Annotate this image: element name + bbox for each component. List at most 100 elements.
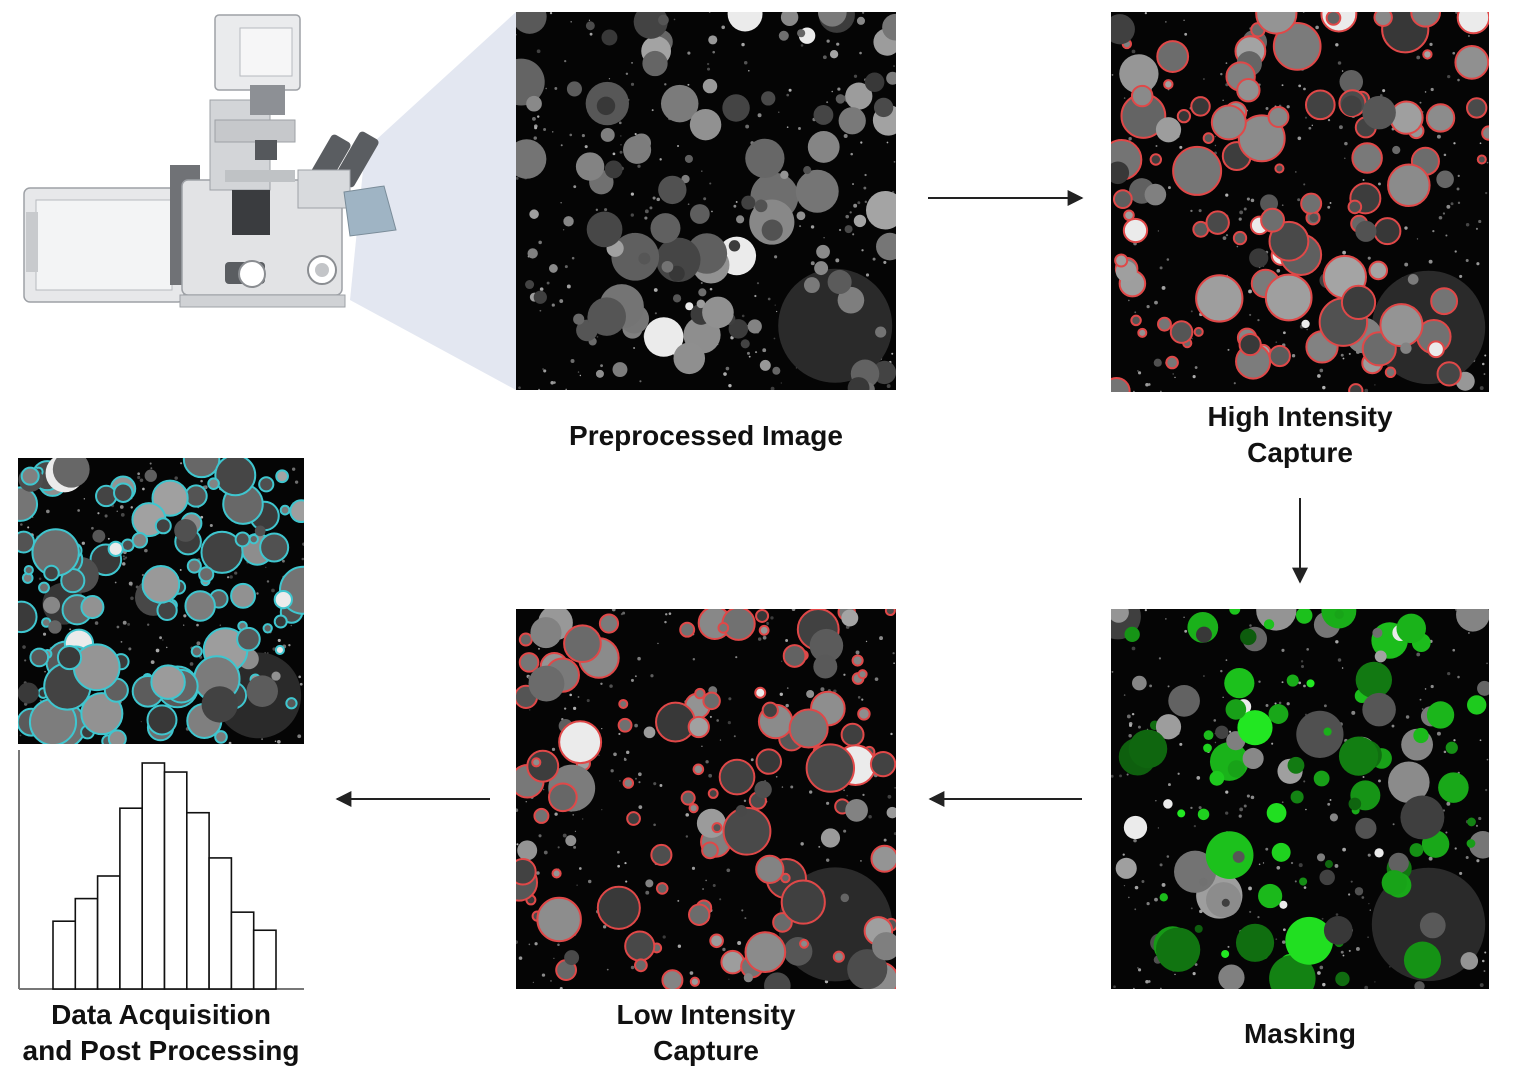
cell: [92, 529, 106, 543]
speck: [1351, 710, 1356, 715]
speck: [562, 229, 565, 231]
cell: [601, 29, 618, 46]
speck: [104, 514, 108, 518]
speck: [1177, 772, 1180, 775]
cell: [1203, 743, 1212, 753]
speck: [1119, 774, 1122, 778]
speck: [128, 581, 133, 586]
cell: [107, 540, 124, 557]
speck: [1364, 388, 1369, 392]
speck: [1479, 386, 1484, 390]
speck: [1298, 681, 1302, 685]
speck: [600, 682, 603, 685]
speck: [808, 790, 813, 794]
speck: [705, 760, 709, 764]
speck: [754, 294, 757, 298]
speck: [1329, 202, 1332, 204]
speck: [553, 957, 555, 960]
speck: [228, 741, 232, 744]
speck: [770, 386, 775, 390]
speck: [883, 260, 887, 264]
speck: [1486, 662, 1488, 665]
speck: [1243, 207, 1247, 211]
preprocessed-image-label: Preprocessed Image: [569, 420, 843, 451]
speck: [1258, 863, 1261, 866]
cell: [516, 58, 545, 106]
speck: [124, 556, 128, 559]
cell: [1355, 817, 1377, 839]
speck: [687, 203, 690, 205]
speck: [677, 944, 682, 948]
cell: [48, 620, 62, 634]
cell: [566, 81, 582, 97]
speck: [1342, 357, 1345, 360]
cell: [1341, 95, 1362, 117]
cell: [669, 265, 685, 282]
speck: [780, 382, 782, 384]
cell: [661, 260, 674, 273]
cell: [1338, 736, 1379, 776]
cell: [1309, 213, 1319, 223]
speck: [1479, 142, 1482, 145]
speck: [1246, 197, 1250, 201]
cell: [52, 458, 90, 488]
speck: [1281, 681, 1284, 684]
speck: [297, 734, 302, 739]
cell: [805, 743, 856, 793]
speck: [692, 658, 696, 661]
speck: [826, 101, 829, 104]
cell: [1438, 772, 1469, 803]
speck: [1367, 936, 1369, 939]
cell: [827, 269, 852, 295]
cell: [684, 154, 693, 163]
speck: [626, 750, 630, 755]
speck: [174, 476, 178, 480]
cell: [1155, 714, 1182, 740]
speck: [1123, 694, 1126, 696]
cell: [141, 564, 181, 604]
speck: [837, 87, 841, 91]
speck: [890, 732, 893, 736]
speck: [1144, 12, 1147, 15]
cell: [1218, 964, 1245, 989]
speck: [610, 769, 614, 773]
speck: [1179, 145, 1183, 149]
speck: [1306, 328, 1308, 331]
cell: [271, 671, 281, 681]
speck: [196, 641, 201, 646]
speck: [19, 734, 22, 737]
cell: [1111, 376, 1131, 392]
speck: [1302, 12, 1305, 14]
speck: [872, 257, 876, 261]
speck: [843, 829, 847, 833]
cell: [1362, 692, 1396, 727]
cell: [1410, 12, 1441, 28]
speck: [1298, 84, 1302, 88]
speck: [557, 846, 560, 849]
speck: [545, 87, 547, 90]
speck: [685, 813, 690, 817]
speck: [1361, 896, 1365, 899]
speck: [551, 303, 555, 307]
speck: [712, 50, 716, 54]
speck: [534, 126, 538, 130]
cell: [600, 127, 615, 142]
speck: [1282, 928, 1286, 932]
speck: [722, 947, 726, 952]
speck: [719, 898, 722, 901]
cell: [1347, 199, 1363, 215]
cell: [285, 697, 298, 710]
speck: [1192, 972, 1196, 976]
speck: [1222, 99, 1224, 102]
cell: [262, 623, 273, 634]
cell: [1124, 626, 1140, 643]
speck: [183, 615, 186, 618]
speck: [653, 288, 658, 292]
cell: [1235, 923, 1275, 962]
cell: [873, 97, 894, 118]
speck: [826, 801, 830, 805]
speck: [1174, 376, 1176, 379]
speck: [302, 542, 304, 546]
speck: [1419, 101, 1422, 104]
speck: [1278, 701, 1282, 705]
